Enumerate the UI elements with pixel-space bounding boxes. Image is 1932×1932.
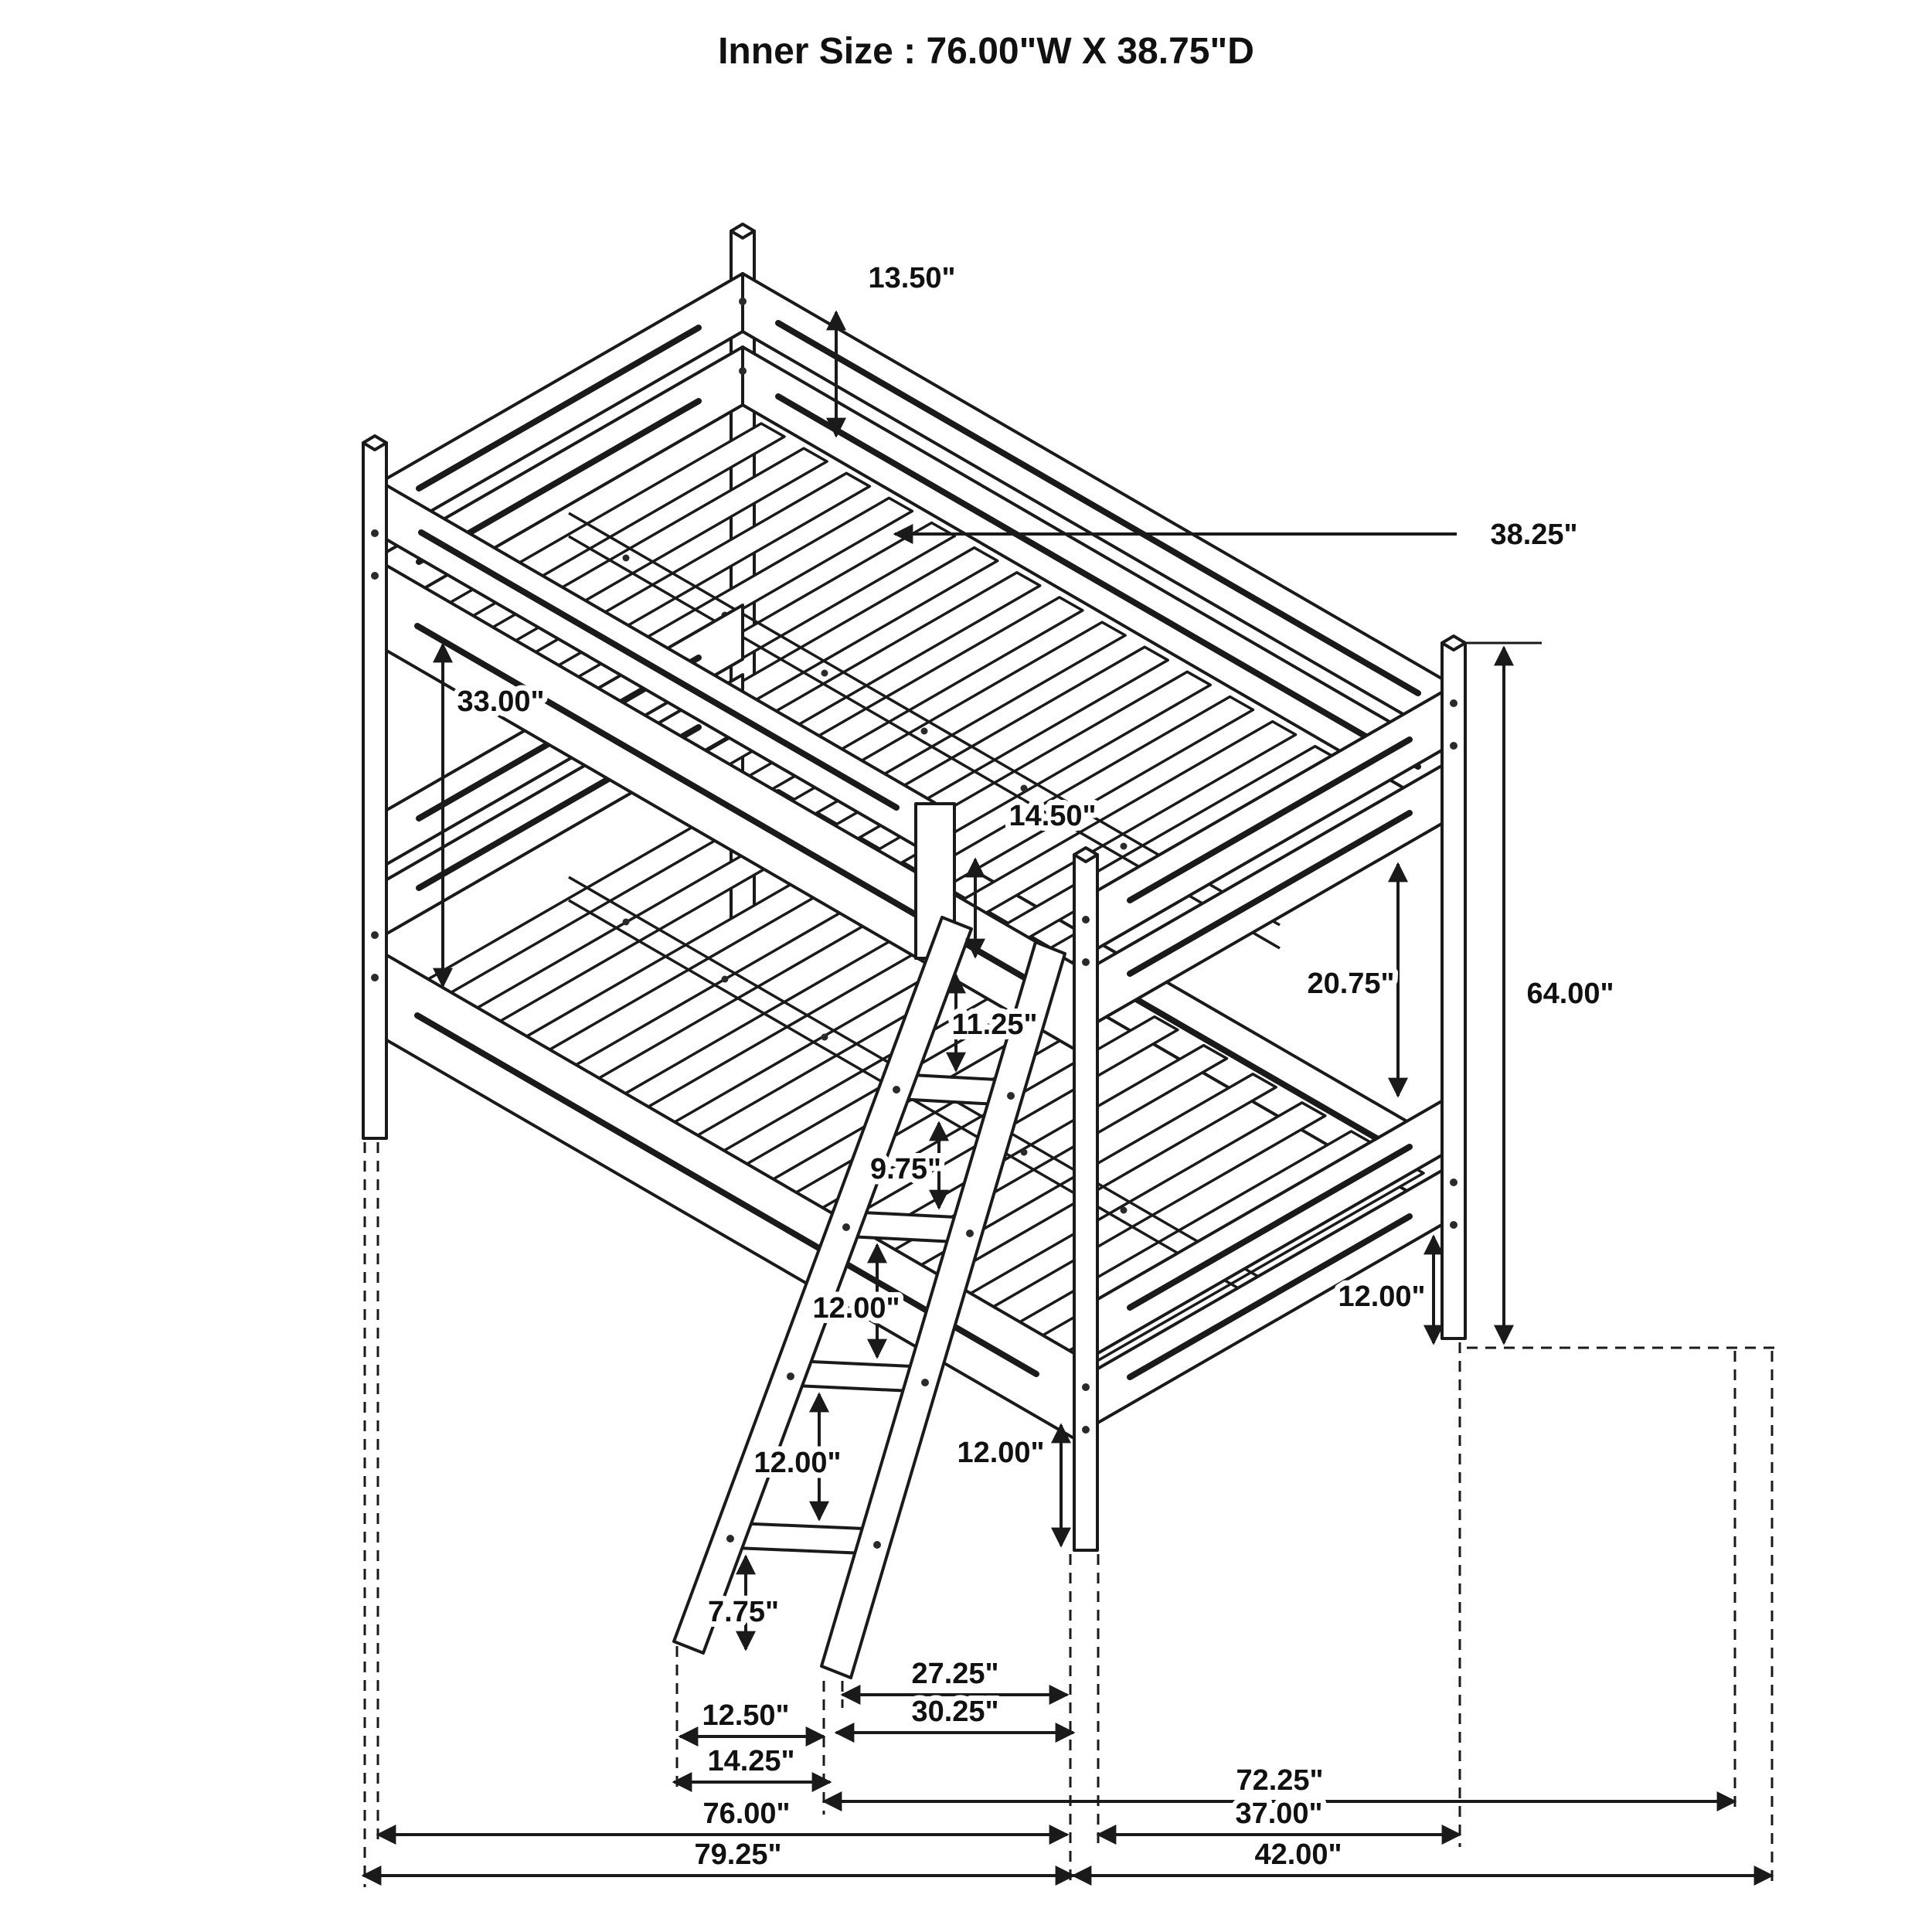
- post-front-foot-cap: [1073, 846, 1099, 863]
- dim-ladder-foot-to-post-outer: 30.25": [834, 1690, 1076, 1743]
- dimension-label-ladder-feet-outer: 14.25": [707, 1745, 794, 1777]
- bed-frame: [362, 223, 1467, 1552]
- dimension-label-overall-depth: 42.00": [1254, 1838, 1342, 1871]
- rail-back-upper-1-slot: [775, 320, 1421, 696]
- dimension-label-slat-length: 38.25": [1490, 519, 1577, 551]
- bed-slat: [1002, 1130, 1376, 1346]
- dimension-label-bunk-clearance: 20.75": [1307, 968, 1394, 1000]
- footboard-upper-rail-2-slot: [1127, 810, 1413, 977]
- footboard-lower-rail-1-slot: [1127, 1144, 1413, 1311]
- dim-ladder-foot-to-post-inner: 27.25": [840, 1652, 1070, 1705]
- ladder: [672, 916, 1066, 1679]
- dimension-label-foot-post-bottom: 12.00": [1338, 1281, 1425, 1313]
- dim-guardrail-end-height: 14.50": [965, 794, 1102, 959]
- dimension-label-center-post-bottom: 12.00": [957, 1437, 1044, 1469]
- footboard-lower-rail-2-slot: [1127, 1213, 1413, 1380]
- dimension-label-ladder-foot-to-post-outer: 30.25": [911, 1696, 998, 1728]
- dimension-label-ladder-step-3: 12.00": [812, 1292, 900, 1325]
- headboard-upper-rail-1-slot: [416, 325, 702, 492]
- ladder-left-rail: [672, 916, 973, 1655]
- dim-ladder-feet-outer: 14.25": [672, 1740, 832, 1792]
- dimension-label-headboard-rail-height: 13.50": [868, 262, 955, 294]
- dim-lower-frame-length: 72.25": [821, 1759, 1737, 1811]
- dimension-label-guardrail-to-lower-rail: 33.00": [457, 685, 544, 718]
- dimension-annotations: 13.50" 33.00" 14.50" 20.75" 64.00" 12.00…: [361, 257, 1777, 1887]
- dim-headboard-rail-height: 13.50": [826, 257, 961, 438]
- dim-guardrail-to-lower-rail: 33.00": [433, 642, 550, 988]
- dim-foot-inner-width: 37.00": [1096, 1792, 1462, 1845]
- post-back-foot-cap: [1440, 634, 1467, 651]
- dim-foot-post-bottom: 12.00": [1332, 1234, 1444, 1345]
- dim-center-post-bottom: 12.00": [951, 1423, 1071, 1548]
- post-back-head-cap: [730, 223, 756, 240]
- dim-inner-length: 76.00": [376, 1792, 1070, 1845]
- dim-slat-length: 38.25": [893, 513, 1583, 556]
- dimension-label-ladder-feet-inner: 12.50": [702, 1699, 789, 1732]
- dim-overall-height: 64.00": [1467, 641, 1620, 1345]
- dimension-label-overall-length: 79.25": [694, 1838, 781, 1871]
- post-front-head-cap: [362, 434, 388, 451]
- footboard-upper-rail-1-slot: [1127, 736, 1413, 903]
- rail-back-upper-2-slot: [775, 393, 1421, 770]
- dimension-label-lower-frame-length: 72.25": [1236, 1764, 1323, 1797]
- post-front-foot: [1073, 853, 1099, 1552]
- ladder-right-rail: [820, 940, 1066, 1679]
- dim-ladder-step-2: 9.75": [865, 1121, 949, 1210]
- dim-ladder-step-top: 11.25": [946, 973, 1043, 1073]
- dimension-label-guardrail-end-height: 14.50": [1009, 800, 1096, 832]
- hardware-dots: [371, 298, 1458, 1434]
- dim-ladder-feet-inner: 12.50": [678, 1694, 826, 1747]
- dim-bunk-clearance: 20.75": [1301, 862, 1408, 1098]
- dim-overall-depth: 42.00": [1071, 1833, 1774, 1886]
- dimension-label-ladder-foot-to-post-inner: 27.25": [911, 1658, 998, 1690]
- ladder-hardware-dots: [726, 1086, 1015, 1549]
- dimension-label-overall-height: 64.00": [1526, 978, 1614, 1010]
- dim-ladder-step-4: 12.00": [748, 1392, 847, 1522]
- dim-ladder-step-3: 12.00": [807, 1243, 906, 1359]
- dimension-label-foot-inner-width: 37.00": [1235, 1798, 1322, 1830]
- post-front-head: [362, 441, 388, 1140]
- dimension-label-ladder-step-top: 11.25": [951, 1009, 1037, 1041]
- dimension-label-ladder-step-bottom: 7.75": [708, 1596, 779, 1628]
- dimension-label-inner-length: 76.00": [702, 1798, 790, 1830]
- dimension-label-ladder-step-4: 12.00": [753, 1447, 841, 1479]
- diagram-title: Inner Size : 76.00"W X 38.75"D: [718, 31, 1254, 72]
- guardrail-front-slot: [418, 529, 900, 811]
- dimension-label-ladder-step-2: 9.75": [870, 1153, 941, 1185]
- dim-ladder-step-bottom: 7.75": [702, 1554, 784, 1651]
- dim-overall-length: 79.25": [361, 1833, 1076, 1886]
